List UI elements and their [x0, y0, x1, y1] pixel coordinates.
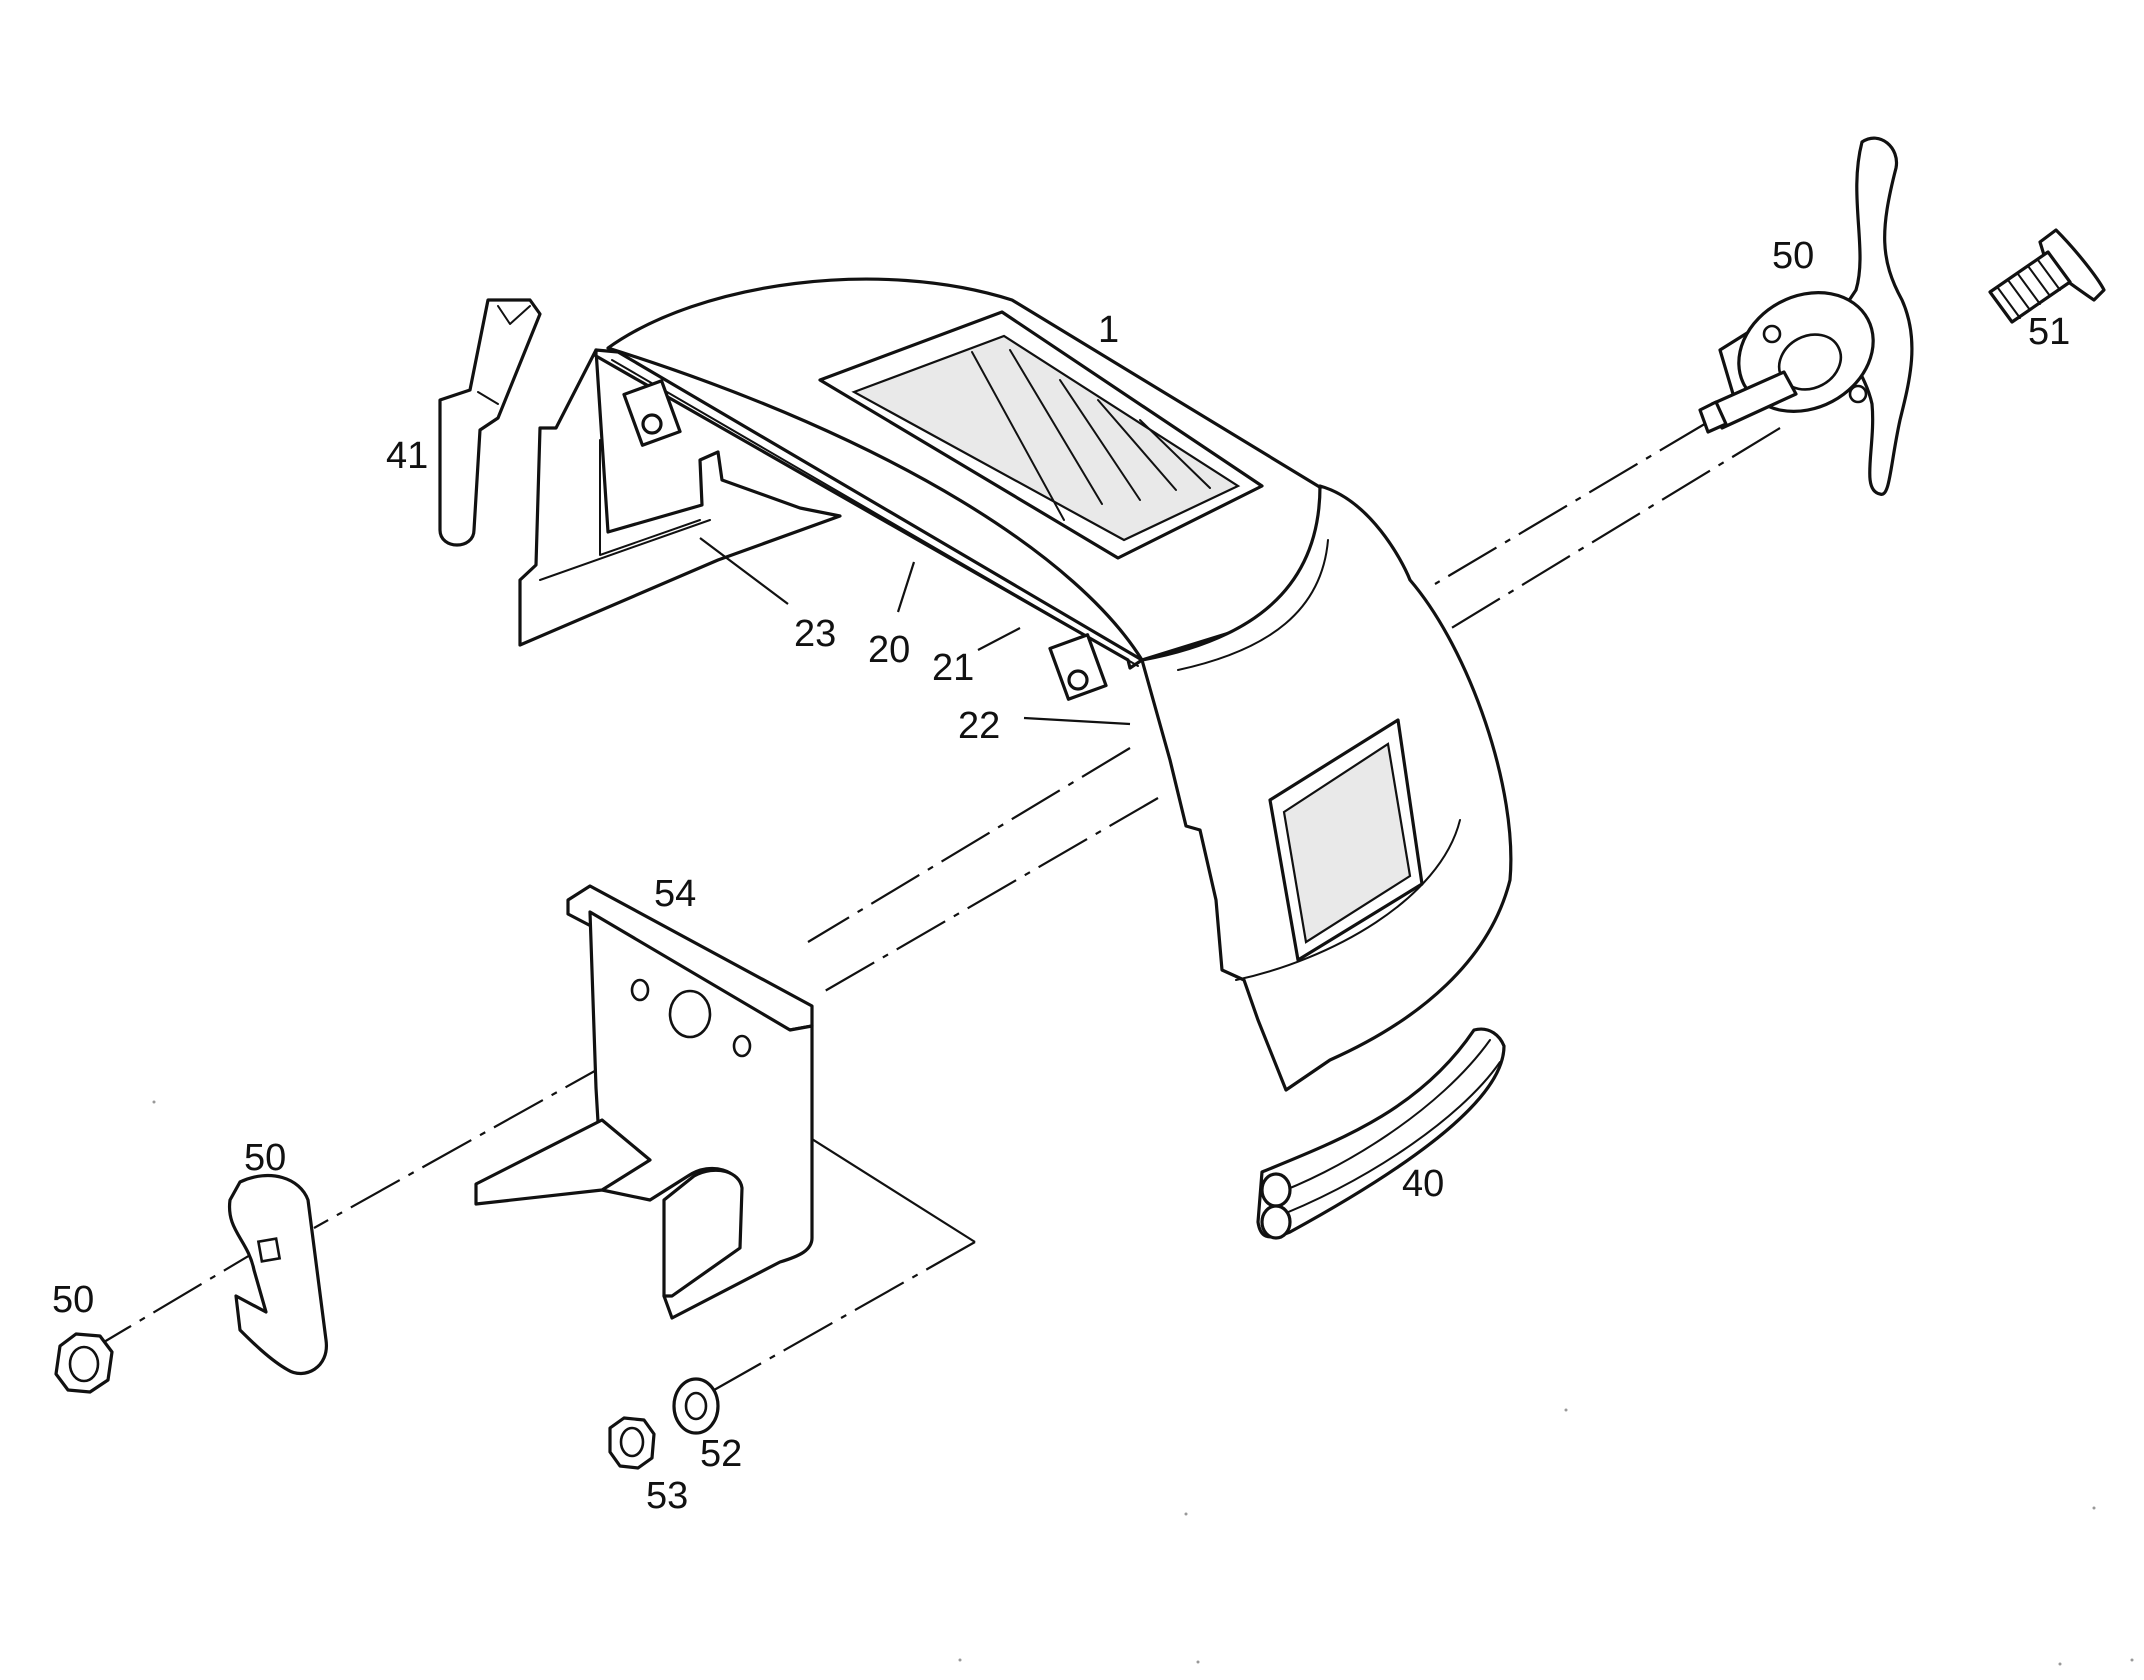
t-handle-flange-hole-left [1762, 324, 1782, 344]
callout-20: 20 [868, 629, 910, 671]
bracket-hole-centre [668, 989, 712, 1039]
axis-handle-to-hood-upper [1434, 421, 1709, 585]
hood-hinge-lower [1048, 633, 1108, 701]
t-handle-flange-hole-right [1848, 384, 1868, 404]
callout-51: 51 [2028, 311, 2070, 353]
hood-shell [518, 277, 1513, 1092]
hood-top-opening-inner [851, 334, 1241, 542]
bracket-hole-right [732, 1034, 752, 1058]
assembly-axes [103, 421, 1781, 1399]
edge-seal-strip [1256, 1027, 1506, 1240]
callout-23: 23 [794, 613, 836, 655]
leader-lines [699, 537, 1131, 726]
hood-side-panel-inner [539, 439, 711, 581]
t-handle-spindle-tip [1698, 400, 1728, 434]
axis-bracket-to-washer [699, 1241, 976, 1399]
callouts: 1 41 23 20 21 22 50 51 54 40 50 50 52 53 [52, 235, 2070, 1517]
axis-handle-to-hood-lower [1444, 427, 1781, 633]
callout-22: 22 [958, 705, 1000, 747]
seal-profile [438, 298, 542, 547]
callout-50-hook: 50 [244, 1137, 286, 1179]
hood-hinge-upper [622, 379, 682, 447]
leader-22 [1023, 716, 1131, 726]
scan-specks [152, 1100, 2134, 1666]
callout-53: 53 [646, 1475, 688, 1517]
bracket-hole-left [630, 978, 650, 1002]
callout-21: 21 [932, 647, 974, 689]
hood-louvres [971, 349, 1211, 521]
callout-52: 52 [700, 1433, 742, 1475]
leader-23 [699, 537, 789, 605]
callout-54: 54 [654, 873, 696, 915]
hood-side-window-inner [1282, 742, 1412, 944]
leader-20 [896, 561, 916, 613]
hood-front-shell-curve [1177, 539, 1461, 981]
mounting-bracket [474, 884, 814, 1320]
bracket-foot-right [662, 1168, 744, 1298]
screw [1988, 228, 2106, 324]
hex-nut-small [608, 1416, 656, 1470]
callout-40: 40 [1402, 1163, 1444, 1205]
axis-hood-to-bracket-lower [817, 797, 1159, 996]
bracket-foot-left [474, 1118, 652, 1206]
callout-1: 1 [1098, 309, 1119, 351]
callout-41: 41 [386, 435, 428, 477]
latch-hook [227, 1173, 328, 1376]
screw-thread [1997, 259, 2061, 319]
axis-hood-to-bracket-upper [807, 747, 1131, 943]
hood-side-panel [518, 348, 842, 647]
washer [672, 1377, 720, 1435]
callout-50-handle: 50 [1772, 235, 1814, 277]
hood-roof-edge [611, 359, 1139, 667]
hex-nut-large [54, 1332, 114, 1394]
latch-hook-slot [256, 1237, 282, 1263]
leader-21 [977, 627, 1021, 651]
axis-hook-to-nut [103, 1241, 273, 1343]
callout-50-nut: 50 [52, 1279, 94, 1321]
t-handle-latch [1698, 136, 1914, 496]
